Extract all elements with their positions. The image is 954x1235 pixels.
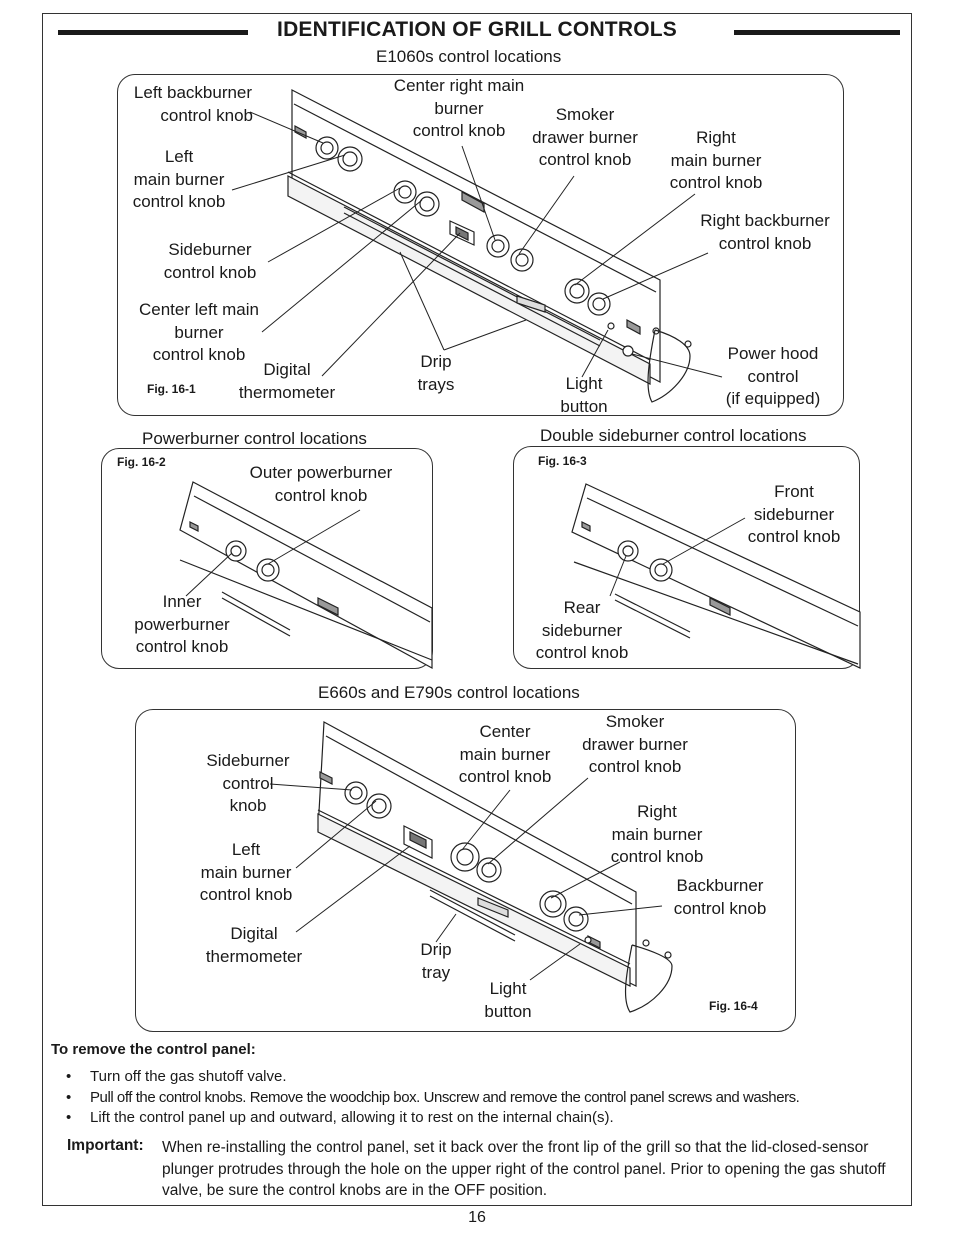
fig1-leader-lines [231, 111, 723, 378]
fig4-knobs [344, 781, 592, 944]
fig2-caption: Powerburner control locations [142, 429, 367, 448]
fig4-box [135, 709, 796, 1032]
fig3-control-panel [571, 483, 861, 669]
fig4-leader-lines [269, 777, 663, 981]
title-rule-right [734, 30, 900, 35]
fig4-caption: E660s and E790s control locations [318, 683, 580, 702]
title-rule-left [58, 30, 248, 35]
fig3-leader-lines [609, 517, 746, 597]
page-number: 16 [468, 1209, 486, 1226]
fig2-number: Fig. 16-2 [117, 455, 166, 469]
fig1-knobs [315, 136, 634, 357]
fig2-leader-lines [185, 509, 361, 597]
instruction-item: Pull off the control knobs. Remove the w… [66, 1088, 906, 1109]
fig2-control-panel [179, 481, 433, 670]
fig1-number: Fig. 16-1 [147, 382, 196, 396]
instruction-item: Lift the control panel up and outward, a… [66, 1108, 906, 1129]
important-label: Important: [67, 1137, 144, 1154]
fig3-caption: Double sideburner control locations [540, 426, 807, 445]
fig2-box [101, 448, 433, 669]
fig1-caption: E1060s control locations [376, 47, 562, 66]
important-text: When re-installing the control panel, se… [162, 1139, 886, 1199]
instruction-item: Turn off the gas shutoff valve. [66, 1067, 906, 1088]
fig3-box [513, 446, 860, 669]
fig1-box [117, 74, 844, 416]
instructions-heading: To remove the control panel: [51, 1041, 256, 1058]
instructions-list: Turn off the gas shutoff valve. Pull off… [66, 1067, 906, 1129]
page-title: IDENTIFICATION OF GRILL CONTROLS [277, 18, 677, 41]
page-frame [42, 13, 912, 1206]
fig3-number: Fig. 16-3 [538, 454, 587, 468]
fig4-number: Fig. 16-4 [709, 999, 758, 1013]
fig1-control-panel [287, 89, 692, 403]
